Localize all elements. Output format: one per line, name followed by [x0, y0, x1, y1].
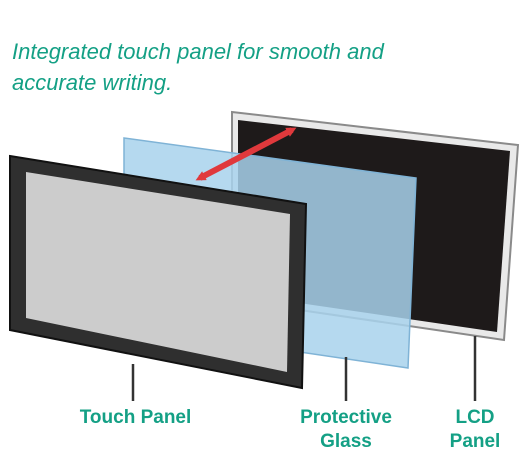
- protective-glass-label: Protective Glass: [288, 406, 404, 454]
- lcd-panel-label-line-1: LCD: [455, 407, 495, 428]
- headline-line-2: accurate writing.: [12, 70, 173, 95]
- protective-glass-label-line-1: Protective: [300, 407, 392, 428]
- touch-panel-screen: [26, 172, 290, 372]
- lcd-panel-label-line-2: Panel: [449, 431, 501, 452]
- lcd-panel-label: LCD Panel: [440, 406, 510, 454]
- protective-glass-label-line-2: Glass: [320, 431, 372, 452]
- headline: Integrated touch panel for smooth and ac…: [12, 36, 512, 98]
- headline-line-1: Integrated touch panel for smooth and: [12, 39, 384, 64]
- double-headed-arrow: [195, 127, 297, 181]
- touch-panel-label: Touch Panel: [68, 406, 203, 430]
- touch-panel-label-text: Touch Panel: [79, 407, 192, 428]
- touch-panel: [9, 154, 308, 390]
